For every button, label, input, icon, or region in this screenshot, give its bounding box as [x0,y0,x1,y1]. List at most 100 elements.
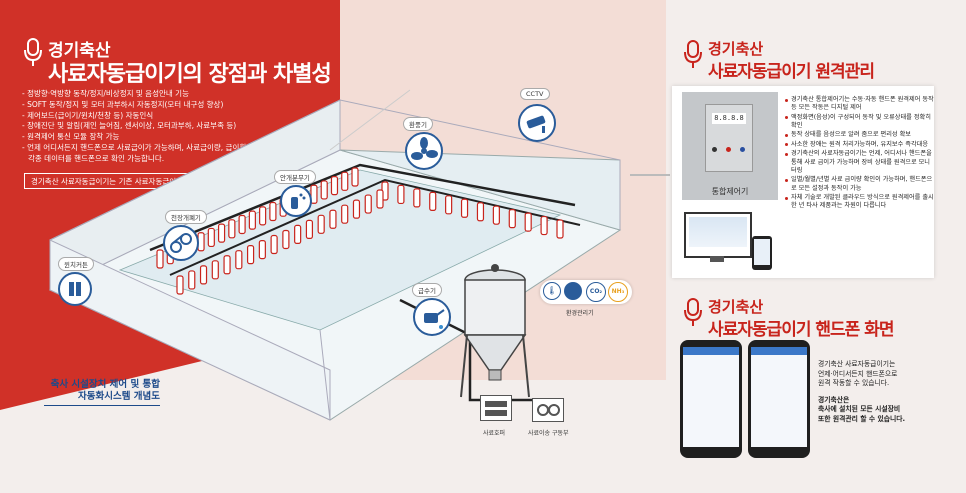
controller-label: 통합제어기 [711,187,749,196]
phone-text-line: 경기축산은 [818,395,850,404]
fan-icon[interactable] [405,132,443,170]
feeder-unit [238,214,246,235]
remote-feature-item: 사소한 장애는 원격 처리가능하며, 유지보수 즉각대응 [784,141,934,149]
controller-button-2 [726,147,731,152]
monitor-stand [710,256,724,262]
remote-title-big: 사료자동급이기 원격관리 [708,62,875,82]
feed-hopper [460,264,530,398]
feeder-unit [317,214,325,234]
feed-hopper-label: 사료호퍼 [483,430,506,437]
controller-button-1 [712,147,717,152]
phone-image-1 [680,340,742,458]
feeder-unit [259,206,267,226]
feeder-unit [235,250,243,270]
advantage-item: - 장애진단 및 알림(제인 늘어짐, 센서이상, 모터과부하, 사료부족 등) [22,121,237,131]
advantage-item: - 원격제어 통신 모듈 장착 가능 [22,132,120,142]
remote-feature-item: 자체 기술로 개발된 클라우드 방식으로 원격제어를 출시한 년 타사 제품과는… [784,194,934,210]
feeder-unit [176,275,184,295]
feeder-unit [492,205,500,225]
feed-hopper-icon[interactable] [480,395,512,421]
drive-unit-label: 사료이송 구동부 [528,430,569,437]
advantage-item: - 언제 어디서든지 핸드폰으로 사료급이가 가능하며, 사료급이량, 급이횟수… [22,142,263,152]
feeder-unit [476,202,485,222]
feeder-unit [269,201,277,222]
feeder-units [156,167,564,295]
nh3-icon: NH₃ [608,282,628,302]
feeder-unit [310,184,318,204]
feeder-unit [397,184,405,205]
feeder-unit [199,265,208,285]
feeder-unit [156,249,164,269]
cctv-label: CCTV [520,88,550,100]
monitor-image [684,212,752,258]
feeder-unit [413,188,421,208]
advantage-item: - 정방향·역방향 동작/정지/비상정지 및 음성안내 기능 [22,89,189,98]
fan-label: 환풍기 [403,117,433,131]
phone-image-2 [748,340,810,458]
feeder-unit [351,167,359,187]
remote-title-small: 경기축산 [708,40,764,58]
remote-feature-item: 일별/월별/년별 사료 급이량 확인이 가능하며, 핸드폰으로 모든 설정과 동… [784,176,934,192]
left-title-big: 사료자동급이기의 장점과 차별성 [48,62,332,87]
sprayer-icon[interactable] [280,185,312,217]
feeder-unit [364,194,372,214]
phone-text-line: 원격 작동할 수 있습니다. [818,379,890,387]
remote-feature-item: 액정화면(음성)이 구성되어 동작 및 오류상태를 정확히 확인 [784,114,934,130]
phone-title-big: 사료자동급이기 핸드폰 화면 [708,320,895,340]
mini-phone-image [752,236,772,270]
water-supply-label: 급수기 [412,283,442,297]
feeder-unit [188,270,196,290]
skylight-opener-icon[interactable] [163,225,199,261]
microphone-icon [24,38,42,66]
water-can-icon[interactable] [413,298,451,336]
phone-text-line: 축사에 설치된 모든 시설장비 [818,405,901,413]
feeder-unit [341,171,349,191]
feeder-unit [320,180,328,200]
feeder-unit [246,245,255,265]
phone-text-line: 언제·어디서든지 핸드폰으로 [818,369,898,378]
advantage-item: - 제어보드(급이기/윈치/천창 등) 자동인식 [22,110,154,120]
feeder-unit [228,219,236,239]
microphone-icon [684,40,702,68]
remote-feature-item: 경기축산의 사료자동급이기는 언제, 어디서나 핸드폰을 통해 사료 급이가 가… [784,150,934,175]
phone-text-line: 또한 원격관리 할 수 있습니다. [818,414,906,423]
water-drop-icon [564,282,582,300]
feeder-unit [556,219,564,239]
left-title-small: 경기축산 [48,41,111,61]
remote-features-list: 경기축산 통합제어기는 수동·자동 핸드폰 원격제어 동작 등 모든 작동은 디… [784,96,934,212]
env-manager-icons[interactable]: 🌡 CO₂ NH₃ [540,280,632,304]
cctv-icon[interactable] [518,104,556,142]
remote-feature-item: 경기축산 통합제어기는 수동·자동 핸드폰 원격제어 동작 등 모든 작동은 디… [784,96,934,112]
feeder-unit [460,198,469,218]
advantage-item: - SOFT 동작/정지 및 모터 과부하시 자동정지(모터 내구성 향상) [22,99,224,109]
feeder-unit [207,227,215,248]
drive-unit-icon[interactable] [532,398,564,422]
feeder-unit [282,229,290,250]
feeder-unit [329,209,337,229]
phone-title-small: 경기축산 [708,298,764,316]
feeder-unit [341,204,349,224]
feeder-unit [305,219,314,239]
feeder-unit [330,176,339,196]
thermometer-icon: 🌡 [543,282,561,300]
feeder-unit [258,239,266,260]
concept-caption: 축사 시설장치 제어 및 통합 자동화시스템 개념도 [40,379,160,403]
phone-text-line: 경기축산 사료자동급이기는 [818,360,896,368]
concept-underline [44,405,160,406]
feeder-unit [445,195,453,215]
feeder-unit [376,189,384,209]
controller-lcd: 8.8.8.8 [712,113,746,124]
barn-diagram [48,89,670,421]
advantages-list: - 정방향·역방향 동작/정지/비상정지 및 음성안내 기능 - SOFT 동작… [22,89,322,165]
feeder-unit [217,223,226,243]
mist-sprayer-label: 안개분무기 [274,170,316,184]
co2-icon: CO₂ [586,282,606,302]
feeder-unit [540,215,548,236]
microphone-icon [684,298,702,326]
skylight-opener-label: 천장개폐기 [165,210,207,224]
remote-feature-item: 동작 상태를 음성으로 알려 줌으로 편리성 확보 [784,131,934,139]
feeder-unit [429,191,437,211]
feeder-unit [352,199,361,219]
feeder-unit [294,224,302,245]
winch-curtain-icon[interactable] [58,272,92,306]
